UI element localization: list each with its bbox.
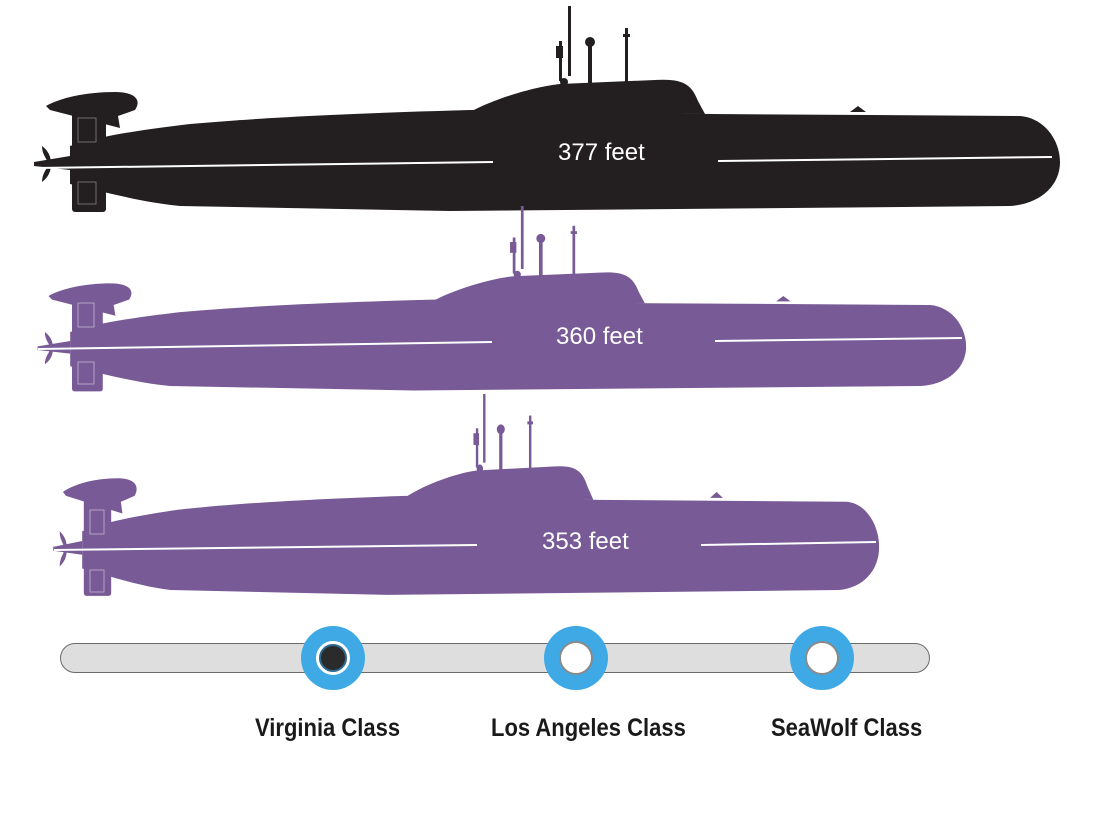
- length-line-right-3: [700, 541, 877, 546]
- slider-knob-seawolf[interactable]: [790, 626, 854, 690]
- length-line-left-2: [37, 341, 493, 350]
- knob-indicator: [316, 641, 350, 675]
- submarine-silhouette-1: [34, 6, 1060, 212]
- option-label-los-angeles[interactable]: Los Angeles Class: [491, 714, 686, 742]
- slider-knob-los-angeles[interactable]: [544, 626, 608, 690]
- submarine-silhouette-2: [37, 206, 967, 392]
- length-line-left-1: [36, 161, 494, 169]
- length-line-right-2: [714, 337, 963, 342]
- knob-indicator: [559, 641, 593, 675]
- option-label-seawolf[interactable]: SeaWolf Class: [771, 714, 923, 742]
- submarine-shape-1: [34, 6, 1060, 212]
- length-line-left-3: [53, 544, 478, 551]
- length-label-1: 377 feet: [558, 139, 645, 166]
- submarine-silhouette-3: [53, 394, 880, 596]
- submarine-shape-3: [53, 394, 880, 596]
- length-line-right-1: [717, 156, 1053, 162]
- slider-knob-virginia[interactable]: [301, 626, 365, 690]
- option-label-virginia[interactable]: Virginia Class: [255, 714, 401, 742]
- length-label-2: 360 feet: [556, 323, 643, 350]
- length-label-3: 353 feet: [542, 528, 629, 555]
- knob-indicator: [805, 641, 839, 675]
- submarine-shape-2: [37, 206, 967, 392]
- class-slider-track[interactable]: [60, 643, 930, 673]
